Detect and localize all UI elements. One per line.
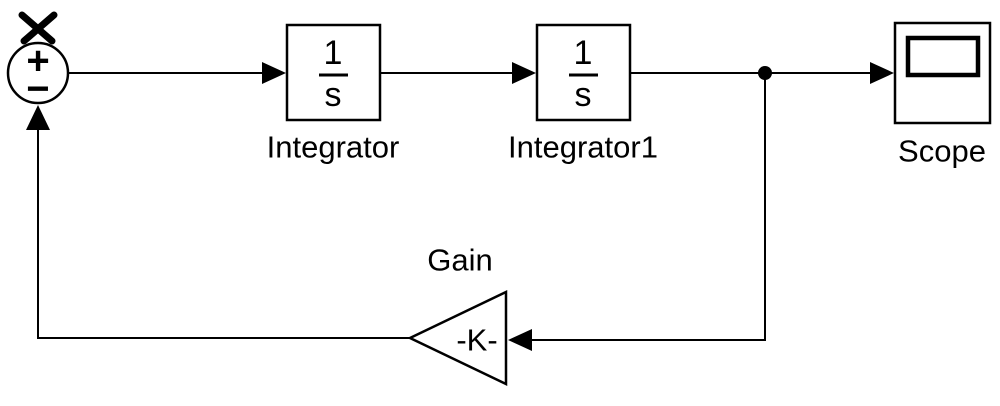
- integrator1-label[interactable]: Integrator1: [508, 130, 658, 165]
- arrowhead-icon: [512, 62, 536, 84]
- unconnected-input-x-icon: [18, 11, 58, 45]
- arrowhead-icon: [262, 62, 286, 84]
- signal-line-sum-to-integrator[interactable]: [68, 62, 286, 84]
- feedback-line-gain-to-sum[interactable]: [26, 105, 410, 339]
- gain-label[interactable]: Gain: [427, 243, 492, 278]
- sum-block[interactable]: + −: [6, 39, 70, 111]
- arrowhead-icon: [26, 105, 50, 130]
- gain-block[interactable]: -K-: [407, 290, 508, 386]
- scope-label[interactable]: Scope: [898, 134, 986, 169]
- integrator-block[interactable]: 1 s: [285, 23, 382, 122]
- integrator1-numerator: 1: [574, 34, 593, 72]
- signal-line-integrator-to-integrator1[interactable]: [380, 62, 536, 84]
- integrator1-block[interactable]: 1 s: [535, 23, 632, 122]
- scope-block[interactable]: [893, 21, 992, 125]
- integrator-numerator: 1: [324, 34, 343, 72]
- sum-minus-sign: −: [26, 67, 49, 111]
- wire-segment: [531, 73, 766, 341]
- integrator-denominator: s: [325, 76, 342, 114]
- x-marker-stroke-2: [20, 11, 58, 45]
- gain-value: -K-: [456, 323, 497, 358]
- integrator-label[interactable]: Integrator: [267, 130, 400, 165]
- scope-screen-icon: [905, 35, 981, 78]
- arrowhead-icon: [870, 62, 894, 84]
- wire-segment: [37, 130, 410, 339]
- feedback-line-branch-to-gain[interactable]: [508, 73, 766, 351]
- signal-line-integrator1-to-scope[interactable]: [630, 62, 894, 84]
- sum-plus-sign: +: [26, 39, 49, 83]
- gain-triangle: [407, 290, 508, 386]
- integrator1-denominator: s: [575, 76, 592, 114]
- arrowhead-icon: [508, 329, 532, 351]
